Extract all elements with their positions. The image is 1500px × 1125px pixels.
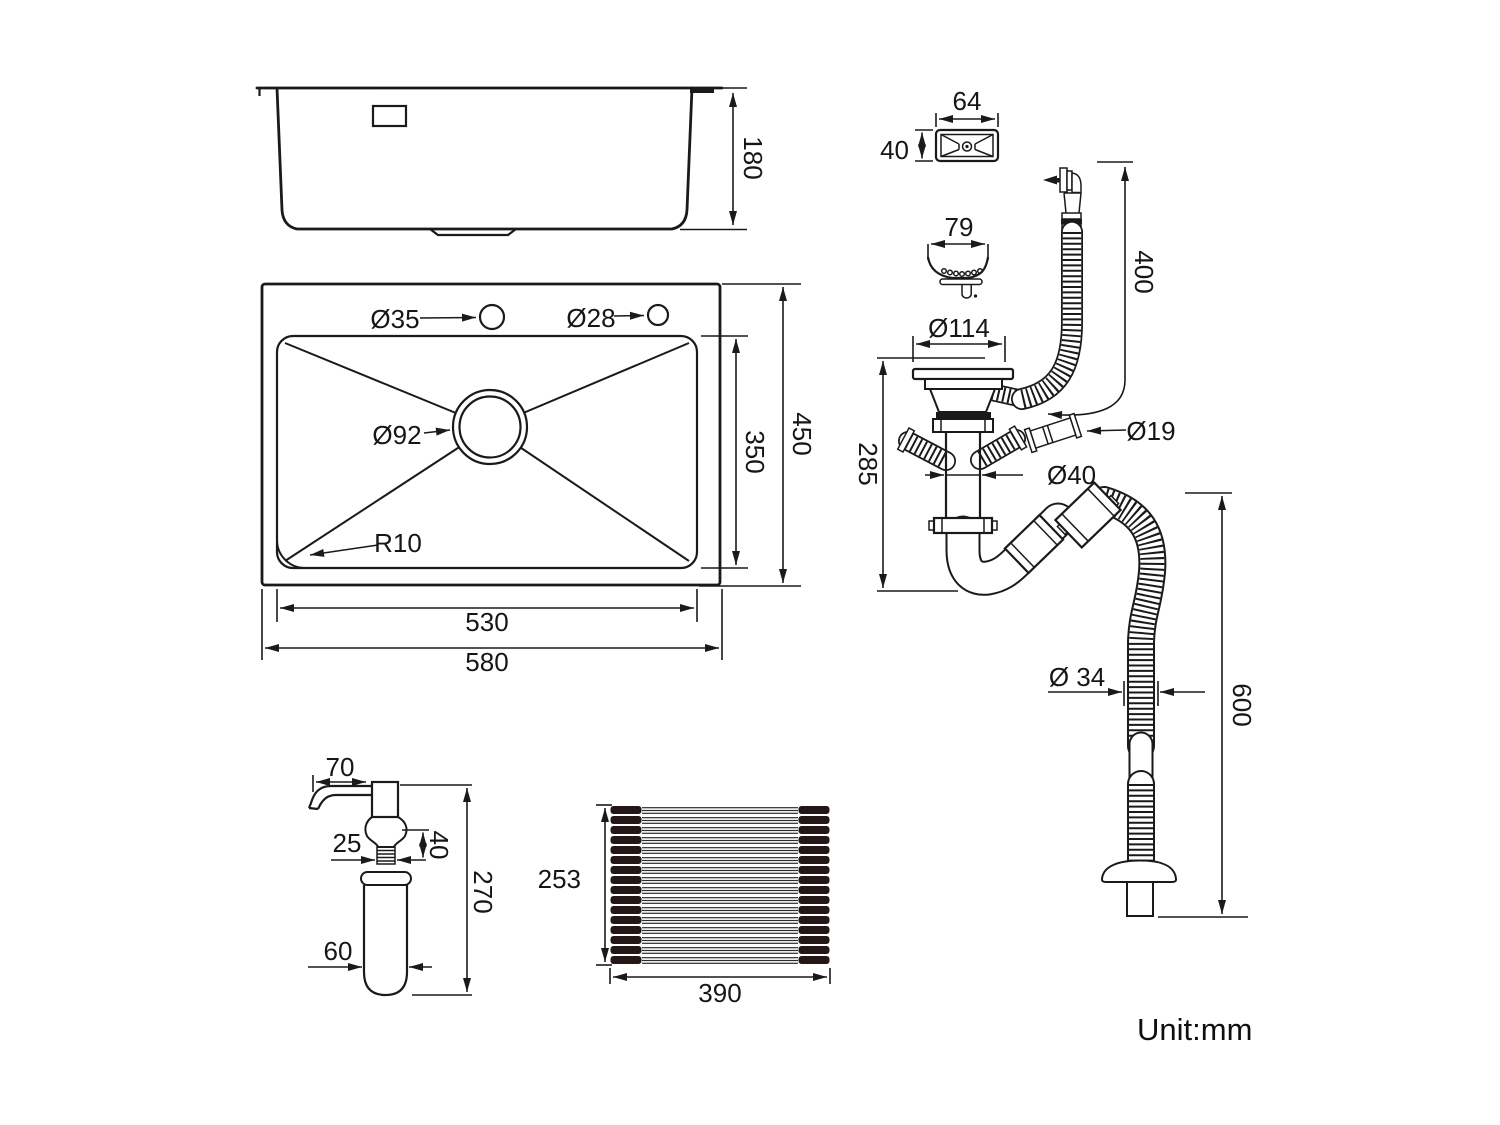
strainer-basket: 79 xyxy=(926,212,990,299)
waste-hose-flange xyxy=(1100,859,1178,883)
p-trap xyxy=(945,502,1076,596)
sink-side-view: 180 xyxy=(255,86,768,237)
dim-overall-depth: 450 xyxy=(787,412,817,455)
dim-thread-diameter: 25 xyxy=(333,828,362,858)
rack-left-cap xyxy=(610,805,642,965)
unit-label: Unit:mm xyxy=(1137,1012,1252,1047)
dim-bowl-depth: 350 xyxy=(740,430,770,473)
rack-rods xyxy=(642,805,798,965)
dim-overflow-hose-length: 400 xyxy=(1129,250,1159,293)
dim-cover-width: 64 xyxy=(953,86,982,116)
dim-rack-width: 390 xyxy=(698,978,741,1008)
dispenser-thread xyxy=(376,846,396,865)
soap-dispenser: 70 25 40 60 270 xyxy=(307,752,498,997)
overflow-hose-connector xyxy=(1043,167,1082,231)
dim-spout-length: 70 xyxy=(326,752,355,782)
dim-overall-width: 580 xyxy=(465,647,508,677)
rack-right-cap xyxy=(798,805,830,965)
label-hole-28: Ø28 xyxy=(566,303,615,333)
drain-opening-inner xyxy=(458,395,522,459)
drain-kit: 400 xyxy=(853,161,1257,918)
bottle-collar xyxy=(360,871,412,886)
faucet-hole-28 xyxy=(646,303,670,327)
trap-nut xyxy=(1003,513,1065,575)
sink-bowl-edge xyxy=(275,334,699,570)
drain-flange-assembly xyxy=(911,367,1015,535)
label-corner-radius: R10 xyxy=(374,528,422,558)
elbow-nut xyxy=(1053,481,1123,549)
dim-strainer-diameter: 79 xyxy=(945,212,974,242)
dim-sink-depth: 180 xyxy=(738,136,768,179)
overflow-cover-outline xyxy=(934,128,1000,163)
overflow-cover-inner xyxy=(940,133,994,158)
dim-reducer-diameter: Ø19 xyxy=(1126,416,1175,446)
waste-hose-outlet xyxy=(1126,881,1154,917)
sink-top-view: Ø35 Ø28 Ø92 R10 350 450 530 580 xyxy=(260,282,817,677)
dim-cover-height: 40 xyxy=(880,135,909,165)
label-hole-35: Ø35 xyxy=(370,304,419,334)
dim-bottle-diameter: 60 xyxy=(324,936,353,966)
dim-tailpipe-diameter: Ø40 xyxy=(1047,460,1096,490)
dishwasher-inlet-right xyxy=(970,425,1028,470)
dim-waste-hose-diameter: Ø 34 xyxy=(1049,662,1105,692)
dim-waste-hose-length: 600 xyxy=(1227,683,1257,726)
roll-up-rack: 253 390 xyxy=(538,804,831,1008)
strainer-bowl xyxy=(926,256,990,280)
dispenser-pump-head xyxy=(370,780,400,819)
corner-radius-arc xyxy=(276,539,306,569)
dishwasher-inlet-left xyxy=(896,426,956,471)
dim-bowl-width: 530 xyxy=(465,607,508,637)
reducer-fitting xyxy=(1023,412,1083,454)
waste-hose xyxy=(1090,486,1167,875)
dim-assembly-height: 285 xyxy=(853,442,883,485)
strainer-seal-ring xyxy=(939,278,983,286)
overflow-cover: 64 40 xyxy=(880,86,1000,165)
right-mounting-clip xyxy=(690,88,714,93)
strainer-slots xyxy=(940,267,984,278)
overflow-hose xyxy=(1011,221,1083,410)
dispenser-shoulder xyxy=(364,816,408,848)
dim-thread-height: 40 xyxy=(424,831,454,860)
sink-body-outline xyxy=(275,86,694,231)
dim-dispenser-height: 270 xyxy=(468,870,498,913)
dispenser-bottle xyxy=(362,885,409,997)
dim-flange-diameter: Ø114 xyxy=(928,313,990,343)
label-drain-92: Ø92 xyxy=(372,420,421,450)
sink-outer-edge xyxy=(260,282,722,587)
drain-bump xyxy=(429,228,517,237)
faucet-hole-35 xyxy=(478,303,506,331)
strainer-stem xyxy=(961,284,972,299)
dim-rack-depth: 253 xyxy=(538,864,581,894)
overflow-hole xyxy=(371,104,408,128)
drain-opening-outer xyxy=(451,388,529,466)
dispenser-spout xyxy=(307,784,372,809)
